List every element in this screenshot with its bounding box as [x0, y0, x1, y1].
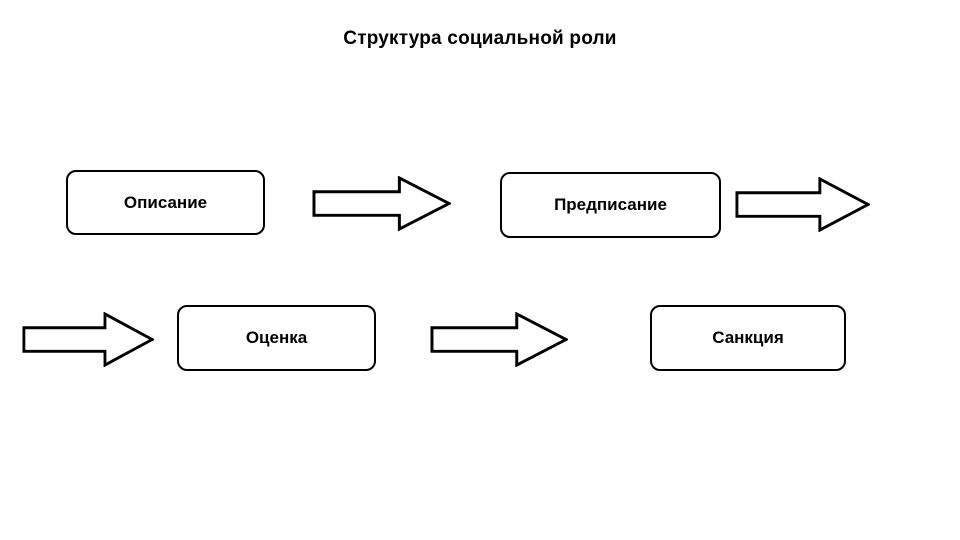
node-predpisanie[interactable]: Предписание — [500, 172, 721, 238]
node-opisanie[interactable]: Описание — [66, 170, 265, 235]
arrow-left-to-ocenka — [22, 312, 154, 367]
node-sankciya-label: Санкция — [712, 328, 784, 347]
node-sankciya[interactable]: Санкция — [650, 305, 846, 371]
node-predpisanie-label: Предписание — [554, 195, 667, 214]
node-ocenka-label: Оценка — [245, 328, 308, 347]
diagram-title: Структура социальной роли — [343, 28, 617, 49]
node-opisanie-label: Описание — [123, 192, 208, 212]
arrow-predpisanie-to-right — [735, 177, 870, 232]
arrow-ocenka-to-sankciya — [430, 312, 568, 367]
arrow-opisanie-to-predpisanie — [312, 176, 451, 231]
node-ocenka[interactable]: Оценка — [177, 305, 376, 371]
